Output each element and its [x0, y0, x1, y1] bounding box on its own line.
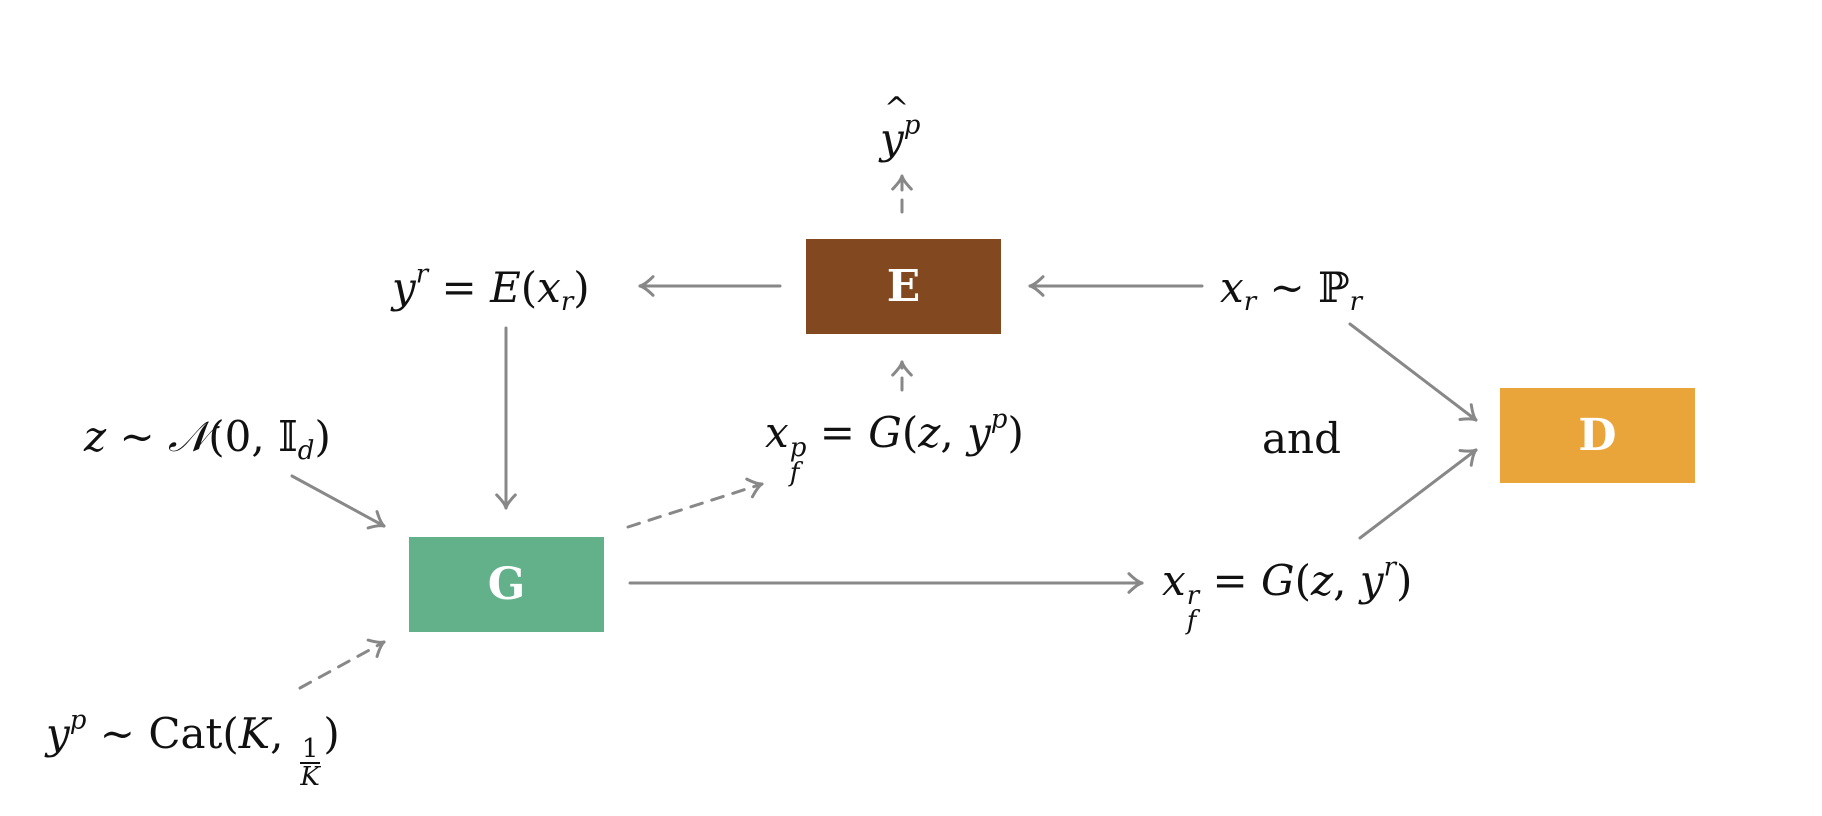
and-label: and	[1262, 414, 1341, 463]
generator-box-G: G	[409, 537, 604, 632]
arrow-E-to-yr	[638, 275, 782, 297]
arrow-yr-to-G-head	[495, 493, 517, 510]
encoder-box-E: E	[806, 239, 1001, 334]
arrow-xf-to-E-head	[891, 360, 913, 377]
formula-z-sim-normal: z ∼ 𝒩(0, 𝕀d)	[84, 412, 331, 466]
arrow-xfr-to-D-shaft	[1358, 448, 1478, 540]
arrow-G-to-xfr-head	[1127, 572, 1144, 594]
arrow-z-to-G-shaft	[290, 474, 386, 528]
encoder-box-label: E	[886, 261, 921, 312]
arrow-yp-to-G-head	[366, 638, 386, 658]
arrow-G-to-xfp-head	[745, 477, 764, 499]
arrow-xr-to-D	[1348, 322, 1478, 422]
arrow-xf-to-E	[891, 360, 913, 392]
arrow-yp-to-G	[298, 638, 386, 690]
formula-yr-equals-E-xr: yr = E(xr)	[392, 259, 590, 317]
arrow-z-to-G	[290, 474, 386, 530]
arrow-G-to-xfp	[626, 477, 764, 529]
arrow-xfr-to-D	[1358, 448, 1478, 540]
arrow-xr-to-D-head	[1458, 403, 1478, 422]
arrow-G-to-xfp-shaft	[626, 482, 764, 529]
arrow-E-to-yhat-head	[891, 174, 913, 191]
arrow-xr-to-D-shaft	[1348, 322, 1478, 422]
discriminator-box-label: D	[1578, 410, 1617, 461]
arrow-z-to-G-head	[366, 510, 386, 530]
arrow-yp-to-G-shaft	[298, 640, 386, 690]
generator-box-label: G	[487, 559, 526, 610]
formula-xr-sim-Pr: xr ∼ ℙr	[1220, 263, 1363, 317]
arrow-yr-to-G	[495, 326, 517, 510]
arrow-xr-to-E	[1028, 275, 1204, 297]
arrow-xr-to-E-head	[1028, 275, 1045, 297]
arrow-E-to-yr-head	[638, 275, 655, 297]
arrow-G-to-xfr	[628, 572, 1144, 594]
arrow-xfr-to-D-head	[1458, 448, 1478, 467]
arrow-E-to-yhat	[891, 174, 913, 214]
discriminator-box-D: D	[1500, 388, 1695, 483]
predicted-label-yhat-p: yp	[880, 94, 920, 160]
